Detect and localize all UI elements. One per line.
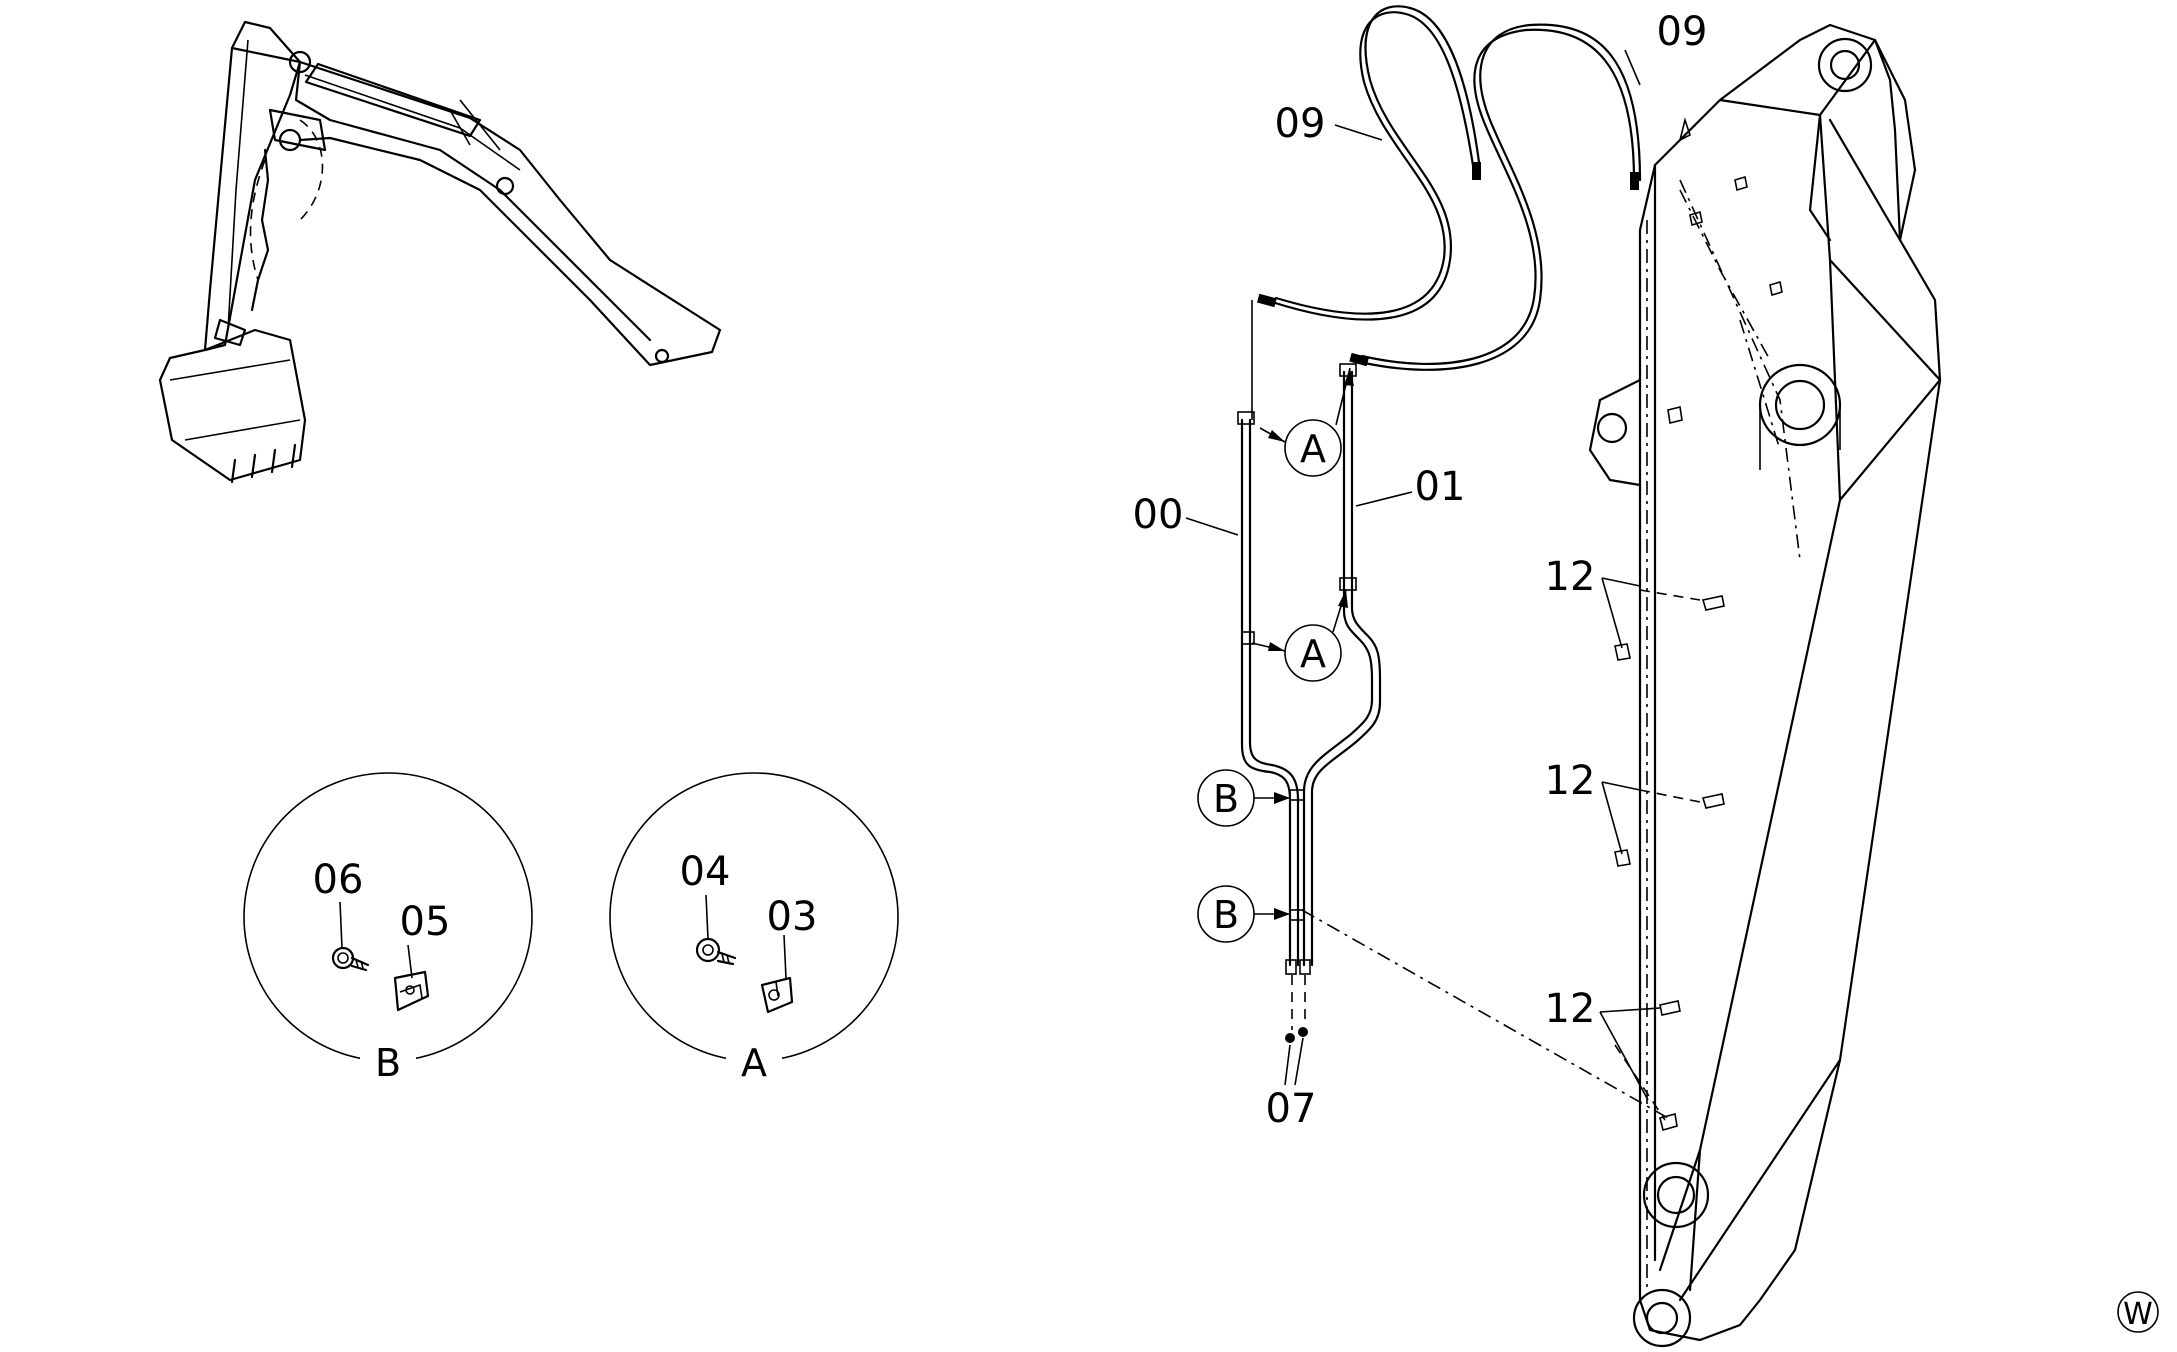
leader-09-left [1334, 124, 1383, 141]
corner-mark-w: W [2117, 1291, 2159, 1333]
fitting-07-icon [1284, 959, 1311, 1086]
detail-ref-b-lower: B [1197, 885, 1290, 943]
part-09-label-left: 09 [1275, 101, 1326, 147]
detail-a-caption: A [741, 1041, 767, 1085]
part-03-label: 03 [767, 894, 818, 940]
hose-09-left [1257, 5, 1482, 321]
part-12-label-a: 12 [1545, 554, 1596, 600]
detail-view-a: A 04 03 [609, 772, 899, 1085]
leader-00 [1185, 517, 1239, 536]
pipe-clamps [1237, 363, 1357, 921]
part-09-label-right: 09 [1657, 9, 1708, 55]
leader-12-a [1601, 577, 1641, 649]
leader-12-c [1599, 1007, 1661, 1101]
pipe-01 [1302, 370, 1382, 967]
leader-01 [1355, 491, 1413, 507]
detail-ref-a-upper: A [1259, 367, 1354, 477]
bolt-06-icon [331, 946, 370, 972]
clamp-05-icon [393, 970, 430, 1012]
excavator-overview-illustration [158, 20, 722, 484]
leader-09-right [1624, 49, 1641, 86]
detail-view-b: B 06 05 [243, 772, 533, 1085]
arm-clamps-12 [1614, 589, 1725, 1131]
hose-09-right [1349, 23, 1642, 371]
part-05-label: 05 [400, 899, 451, 945]
part-01-label: 01 [1415, 464, 1466, 510]
part-12-label-b: 12 [1545, 758, 1596, 804]
bolt-04-icon [695, 937, 737, 966]
detail-ref-a-lower: A [1251, 589, 1348, 682]
detail-ref-b-upper-label: B [1213, 777, 1239, 821]
detail-ref-a-upper-label: A [1300, 427, 1326, 471]
part-04-label: 04 [680, 849, 731, 895]
corner-mark-label: W [2123, 1297, 2153, 1332]
detail-ref-b-lower-label: B [1213, 893, 1239, 937]
arm-structure [1588, 23, 1942, 1348]
b-clamp-projection-line [1301, 909, 1669, 1119]
part-12-label-c: 12 [1545, 986, 1596, 1032]
leader-12-b [1601, 781, 1641, 855]
detail-ref-a-lower-label: A [1300, 632, 1326, 676]
detail-ref-b-upper: B [1197, 769, 1290, 827]
part-00-label: 00 [1133, 492, 1184, 538]
part-07-label: 07 [1266, 1086, 1317, 1132]
detail-b-caption: B [375, 1041, 401, 1085]
clamp-03-icon [760, 976, 794, 1014]
part-06-label: 06 [313, 857, 364, 903]
